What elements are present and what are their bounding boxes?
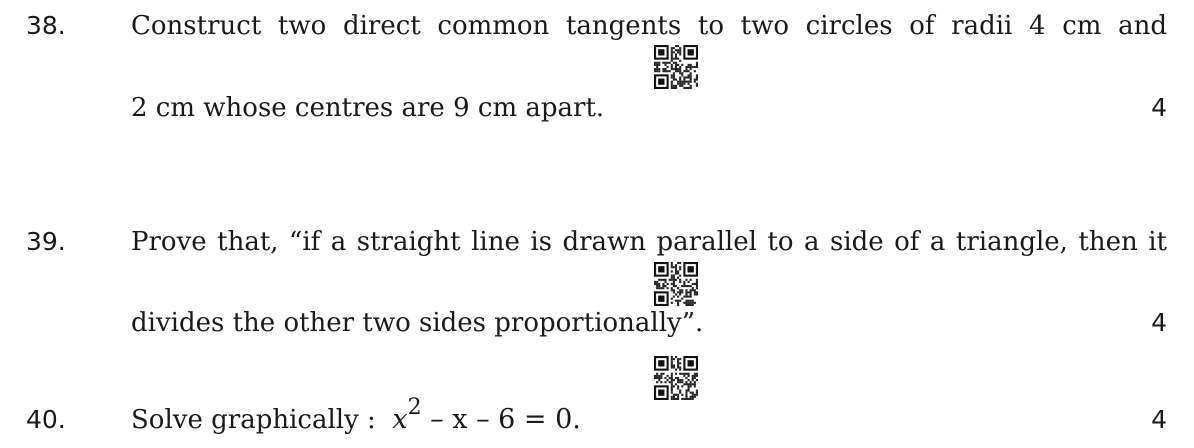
equation-terms: – x – 6 = 0.: [430, 404, 581, 435]
marks: 4: [1151, 308, 1167, 337]
question-prefix: Solve graphically :: [131, 405, 376, 435]
question-number: 39.: [26, 227, 66, 256]
equation-rest: – x – 6 = 0.: [430, 404, 581, 435]
question-39-line-1: 39. Prove that, “if a straight line is d…: [0, 222, 1194, 262]
qr-code-icon: [654, 45, 698, 89]
question-text: Prove that, “if a straight line is drawn…: [131, 227, 1167, 257]
question-number: 40.: [26, 405, 66, 434]
marks: 4: [1151, 93, 1167, 122]
equation: x2 – x – 6 = 0.: [392, 397, 581, 436]
question-text: Solve graphically : x2 – x – 6 = 0.: [131, 397, 581, 440]
qr-code-icon: [654, 262, 698, 306]
question-38-line-1: 38. Construct two direct common tangents…: [0, 6, 1194, 46]
qr-code-icon: [654, 356, 698, 400]
question-38-line-2: 2 cm whose centres are 9 cm apart. 4: [0, 88, 1194, 128]
question-text: Construct two direct common tangents to …: [131, 11, 1167, 41]
question-39-line-2: divides the other two sides proportional…: [0, 303, 1194, 343]
question-40-line-1: 40. Solve graphically : x2 – x – 6 = 0. …: [0, 397, 1194, 440]
marks: 4: [1151, 405, 1167, 434]
question-text: divides the other two sides proportional…: [131, 308, 704, 338]
equation-exponent: 2: [407, 395, 422, 420]
equation-variable: x: [392, 404, 408, 435]
question-number: 38.: [26, 11, 66, 40]
question-text: 2 cm whose centres are 9 cm apart.: [131, 93, 605, 123]
